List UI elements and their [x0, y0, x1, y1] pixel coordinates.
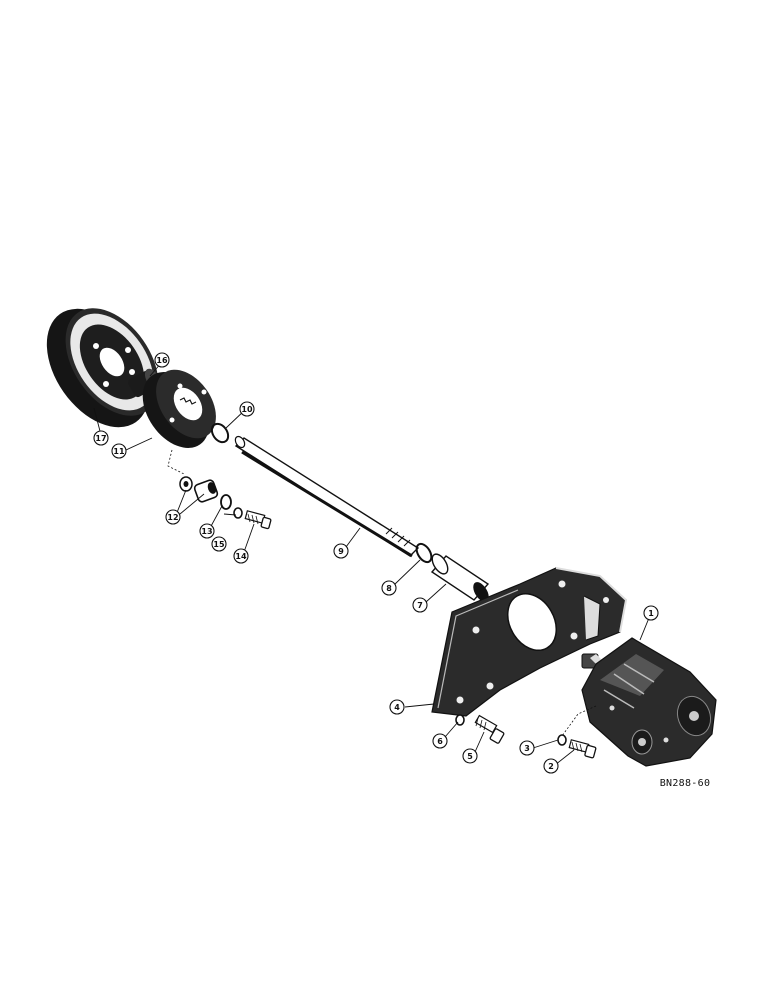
callout-9: 9 [333, 543, 349, 559]
callout-16: 16 [154, 352, 170, 368]
callout-10-label: 10 [241, 405, 253, 414]
callout-3: 3 [519, 740, 535, 756]
callout-11-label: 11 [113, 447, 125, 456]
part-2-cap-screw [568, 739, 597, 759]
callout-17-label: 17 [95, 434, 106, 443]
callout-5-label: 5 [467, 752, 473, 761]
callout-13-label: 13 [201, 527, 212, 536]
callout-1-label: 1 [648, 609, 654, 618]
part-7-sleeve [430, 553, 490, 602]
part-4-mounting-bracket [431, 567, 628, 717]
part-15-lock-washer [233, 507, 243, 519]
part-8-snap-ring [415, 542, 433, 564]
callout-2-label: 2 [548, 762, 554, 771]
alignment-line-12 [167, 449, 185, 475]
callout-16-label: 16 [156, 356, 168, 365]
callout-8-label: 8 [386, 584, 392, 593]
callout-17: 17 [93, 430, 109, 446]
callout-10: 10 [239, 401, 255, 417]
callout-11: 11 [111, 443, 127, 459]
callout-3-label: 3 [524, 744, 530, 753]
callout-8: 8 [381, 580, 397, 596]
callout-1: 1 [643, 605, 659, 621]
callout-15: 15 [211, 536, 227, 552]
part-9-shaft [234, 435, 420, 558]
alignment-line-3 [561, 705, 597, 737]
part-5-bolt [474, 714, 505, 744]
callout-6-label: 6 [437, 737, 443, 746]
part-11-coupling [142, 369, 216, 448]
part-10-snap-ring [210, 422, 230, 444]
callout-9-label: 9 [338, 547, 344, 556]
callout-13: 13 [199, 523, 215, 539]
callout-14: 14 [233, 548, 249, 564]
part-3-washer [557, 734, 567, 746]
callout-2: 2 [543, 758, 559, 774]
part-1-hydraulic-pump [581, 637, 717, 767]
callout-12: 12 [165, 509, 181, 525]
callout-14-label: 14 [235, 552, 247, 561]
callout-4: 4 [389, 699, 405, 715]
part-14-cap-screw [244, 510, 272, 530]
part-13-washer [220, 494, 232, 510]
callout-4-label: 4 [394, 703, 400, 712]
callout-12-label: 12 [167, 513, 178, 522]
callout-6: 6 [432, 733, 448, 749]
callout-5: 5 [462, 748, 478, 764]
callout-7: 7 [412, 597, 428, 613]
callout-7-label: 7 [417, 601, 423, 610]
callout-15-label: 15 [213, 540, 225, 549]
figure-code: BN288-60 [660, 778, 711, 789]
